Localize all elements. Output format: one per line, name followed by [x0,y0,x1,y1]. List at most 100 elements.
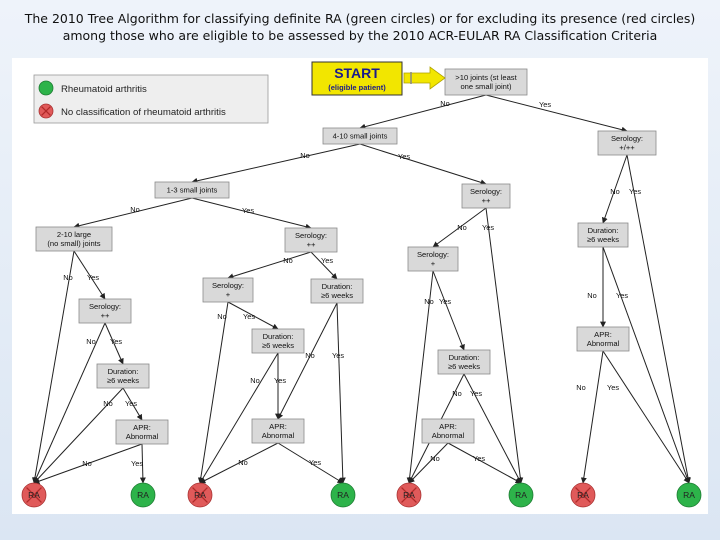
decision-box-bg [437,349,491,375]
decision-box-bg [310,278,364,304]
decision-box-text: Abnormal [126,432,159,441]
decision-box-text: Duration: [588,226,619,235]
edge-n13-n18 [277,302,338,420]
decision-box-n14: Duration:≥6 weeks [251,328,305,354]
edge-n17-oG1 [139,443,146,484]
no-ra-outcome-circle: RA [570,482,596,508]
decision-box-bg [576,326,630,352]
edge-n11-oR1 [33,322,106,484]
title-line-2: among those who are eligible to be asses… [62,28,658,43]
no-ra-outcome-circle: RA [21,482,47,508]
cross-stroke [192,487,208,503]
edge-label-no: No [130,205,139,214]
outcome-ra-label: RA [137,490,149,500]
decision-box-text: Abnormal [262,431,295,440]
decision-box-bg [115,419,169,445]
edge-n1-n2 [359,94,487,130]
edge-label-no: No [440,99,449,108]
edge-label-yes: Yes [439,297,451,306]
decision-box-text: ≥6 weeks [321,291,353,300]
edge-label-yes: Yes [309,458,321,467]
decision-box-n2: 4-10 small joints [322,127,398,145]
edge-label-no: No [576,383,585,392]
decision-box-text: Abnormal [432,431,465,440]
legend-no-ra-label: No classification of rheumatoid arthriti… [61,107,226,118]
decision-box-text: 1-3 small joints [167,186,218,195]
slide-title: The 2010 Tree Algorithm for classifying … [0,10,720,44]
decision-box-n16: Duration:≥6 weeks [96,363,150,389]
edge-label-no: No [587,291,596,300]
decision-box-bg [251,328,305,354]
decision-box-n10: APR:Abnormal [576,326,630,352]
edge-label-no: No [430,454,439,463]
edge-n16-n17 [122,387,143,421]
edge-label-yes: Yes [470,389,482,398]
edge-n4-n8 [191,197,312,230]
decision-box-bg [322,127,398,145]
outcome-circle-shape [508,482,534,508]
edge-n14-oR2 [199,352,279,484]
decision-box-text: ≥6 weeks [262,341,294,350]
decision-box-text: Duration: [449,353,480,362]
decision-box-text: one small joint) [460,82,512,91]
edge-n5-n9 [432,207,487,248]
edge-label-no: No [103,399,112,408]
decision-box-bg [577,222,629,248]
edge-label-no: No [610,187,619,196]
decision-box-bg [96,363,150,389]
edge-label-yes: Yes [243,312,255,321]
decision-box-text: + [226,290,231,299]
no-ra-outcome-circle: RA [396,482,422,508]
edge-n3-n6 [601,154,628,224]
decision-box-n7: 2-10 large(no small) joints [35,226,113,252]
edge-label-no: No [283,256,292,265]
edge-label-no: No [300,151,309,160]
ra-outcome-circle: RA [508,482,534,508]
decision-box-bg [461,183,511,209]
no-ra-outcome-circle: RA [187,482,213,508]
edge-n4-n7 [73,197,193,229]
decision-box-n5: Serology:++ [461,183,511,209]
decision-box-n4: 1-3 small joints [154,181,230,199]
outcome-ra-label: RA [194,490,206,500]
start-box [311,61,403,96]
edge-label-yes: Yes [398,152,410,161]
edge-label-yes: Yes [616,291,628,300]
edge-n15-oG3 [463,373,522,484]
edge-n7-oR1 [31,250,75,484]
decision-box-n11: Serology:++ [78,298,132,324]
edge-n8-n13 [310,251,338,280]
edge-label-no: No [457,223,466,232]
decision-box-text: Duration: [263,332,294,341]
decision-box-text: 4-10 small joints [333,132,388,141]
ra-outcome-circle: RA [130,482,156,508]
edge-n9-oR3 [406,270,434,484]
edge-n19-oR3 [408,442,449,484]
decision-box-text: Serology: [417,250,449,259]
edge-n17-oR1 [33,443,143,484]
decision-box-text: +/++ [619,143,635,152]
edge-n12-oR2 [197,301,229,484]
edge-label-no: No [82,459,91,468]
outcome-circle-shape [676,482,702,508]
edge-n10-oR4 [580,350,604,484]
edge-n16-oR1 [33,387,124,484]
outcome-ra-label: RA [515,490,527,500]
edge-label-yes: Yes [321,256,333,265]
outcome-ra-label: RA [403,490,415,500]
edge-label-yes: Yes [125,399,137,408]
decision-box-text: Serology: [295,231,327,240]
outcome-ra-label: RA [337,490,349,500]
decision-box-bg [251,418,305,444]
decision-box-text: >10 joints (st least [455,73,517,82]
decision-box-bg [202,277,254,303]
edge-label-yes: Yes [629,187,641,196]
decision-box-n15: Duration:≥6 weeks [437,349,491,375]
edge-label-yes: Yes [607,383,619,392]
ra-outcome-circle: RA [676,482,702,508]
decision-box-n18: APR:Abnormal [251,418,305,444]
cross-stroke [401,487,417,503]
edge-label-yes: Yes [539,100,551,109]
